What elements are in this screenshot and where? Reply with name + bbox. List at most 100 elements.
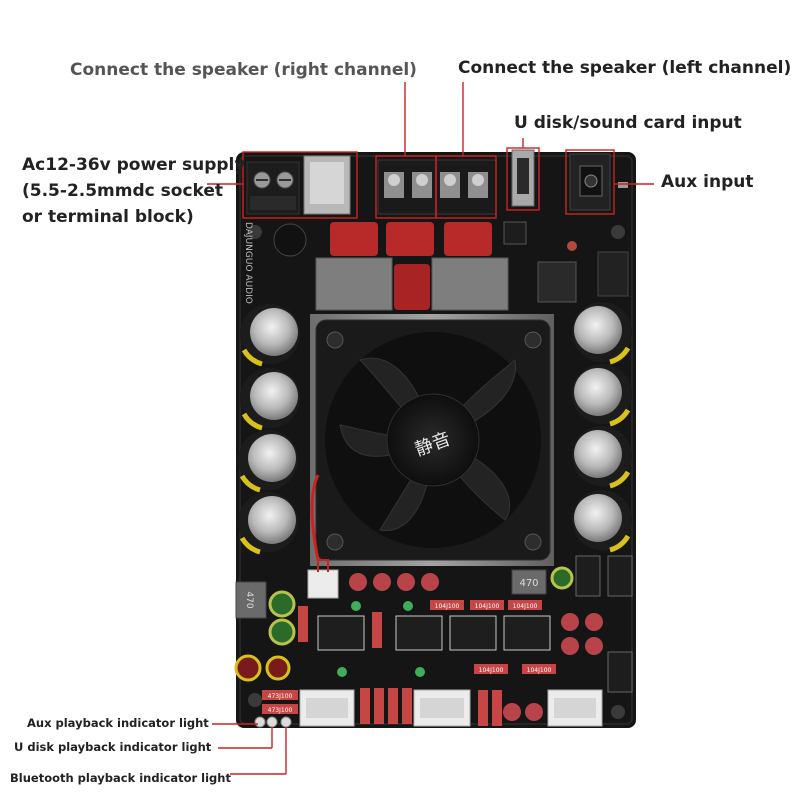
resistor <box>374 688 384 724</box>
fan-connector <box>307 559 339 599</box>
resistor-strip: 473J100 <box>262 690 298 700</box>
resistor <box>388 688 398 724</box>
smd-inductor: 470 <box>511 569 547 595</box>
white-header-connector <box>547 689 603 727</box>
label-right-channel: Connect the speaker (right channel) <box>70 60 417 80</box>
label-aux-input: Aux input <box>661 172 754 192</box>
green-led <box>351 601 361 611</box>
power-terminal-block <box>246 161 300 215</box>
resistor-strip: 104J100 <box>430 600 464 610</box>
small-capacitor <box>234 654 262 682</box>
op-amp-chip <box>395 615 443 651</box>
pin-header <box>607 555 633 597</box>
label-left-channel: Connect the speaker (left channel) <box>458 58 792 78</box>
electrolytic-capacitor <box>572 364 632 427</box>
resistor-strip: 104J100 <box>474 664 508 674</box>
smd-inductor: 470 <box>235 581 267 619</box>
mount-hole <box>611 225 625 239</box>
resistor <box>298 606 308 642</box>
small-capacitor <box>268 590 296 618</box>
small-capacitor <box>525 703 543 721</box>
small-capacitor <box>421 573 439 591</box>
pin-header <box>575 555 601 597</box>
electrolytic-capacitor <box>572 490 632 553</box>
cooling-fan: 静音 <box>310 319 551 561</box>
svg-text:104J100: 104J100 <box>435 603 460 610</box>
film-capacitor <box>444 222 492 256</box>
film-capacitor <box>386 222 434 256</box>
resistor <box>372 612 382 648</box>
mount-hole <box>611 705 625 719</box>
svg-text:470: 470 <box>244 591 254 608</box>
label-bt-led: Bluetooth playback indicator light <box>10 771 231 785</box>
aux-jack <box>569 153 611 211</box>
resistor-strip: 104J100 <box>470 600 504 610</box>
electrolytic-capacitor <box>240 368 300 431</box>
white-header-connector <box>299 689 355 727</box>
small-capacitor <box>561 637 579 655</box>
op-amp-chip <box>503 615 551 651</box>
label-udisk-led: U disk playback indicator light <box>14 740 212 754</box>
potentiometer <box>273 223 307 257</box>
small-capacitor <box>550 566 574 590</box>
board-silkscreen: DAJUNGUO AUDIO <box>243 222 253 304</box>
svg-text:470: 470 <box>519 578 538 589</box>
speaker-screw <box>440 172 460 198</box>
mount-hole <box>248 225 262 239</box>
mount-hole <box>248 693 262 707</box>
electrolytic-capacitor <box>238 430 298 493</box>
op-amp-chip <box>449 615 497 651</box>
resistor <box>402 688 412 724</box>
pin-header <box>607 651 633 693</box>
ic-chip <box>537 261 577 303</box>
small-capacitor <box>585 637 603 655</box>
svg-text:104J100: 104J100 <box>475 603 500 610</box>
resistor <box>478 690 488 726</box>
resistor-strip: 104J100 <box>522 664 556 674</box>
film-capacitor <box>394 264 430 310</box>
film-capacitor <box>330 222 378 256</box>
svg-text:104J100: 104J100 <box>513 603 538 610</box>
udisk-indicator-led <box>266 716 278 728</box>
inductor-block <box>315 257 393 311</box>
electrolytic-capacitor <box>238 492 298 555</box>
aux-indicator-led <box>254 716 266 728</box>
svg-text:473J100: 473J100 <box>268 693 293 700</box>
label-udisk-input: U disk/sound card input <box>514 113 742 133</box>
resistor-strip: 473J100 <box>262 704 298 714</box>
svg-text:104J100: 104J100 <box>479 667 504 674</box>
green-led <box>403 601 413 611</box>
svg-text:473J100: 473J100 <box>268 707 293 714</box>
small-capacitor <box>397 573 415 591</box>
bluetooth-module <box>597 251 629 297</box>
resistor-strip: 104J100 <box>508 600 542 610</box>
small-capacitor <box>349 573 367 591</box>
small-capacitor <box>503 703 521 721</box>
small-capacitor <box>265 655 291 681</box>
speaker-screw <box>468 172 488 198</box>
small-capacitor <box>373 573 391 591</box>
electrolytic-capacitor <box>572 426 632 489</box>
usb-port <box>511 149 535 207</box>
label-aux-led: Aux playback indicator light <box>27 716 209 730</box>
resistor <box>492 690 502 726</box>
dc-power-socket <box>303 155 351 215</box>
resistor <box>360 688 370 724</box>
small-chip <box>503 221 527 245</box>
inductor-block <box>431 257 509 311</box>
green-led <box>415 667 425 677</box>
op-amp-chip <box>317 615 365 651</box>
speaker-screw <box>412 172 432 198</box>
speaker-terminals <box>377 159 497 215</box>
callout-lines <box>207 82 654 775</box>
label-power-supply: Ac12-36v power supply (5.5-2.5mmdc socke… <box>22 155 246 227</box>
bt-indicator-led <box>280 716 292 728</box>
small-capacitor <box>585 613 603 631</box>
small-capacitor <box>561 613 579 631</box>
white-header-connector <box>413 689 471 727</box>
electrolytic-capacitor <box>240 304 300 367</box>
svg-text:104J100: 104J100 <box>527 667 552 674</box>
speaker-screw <box>384 172 404 198</box>
